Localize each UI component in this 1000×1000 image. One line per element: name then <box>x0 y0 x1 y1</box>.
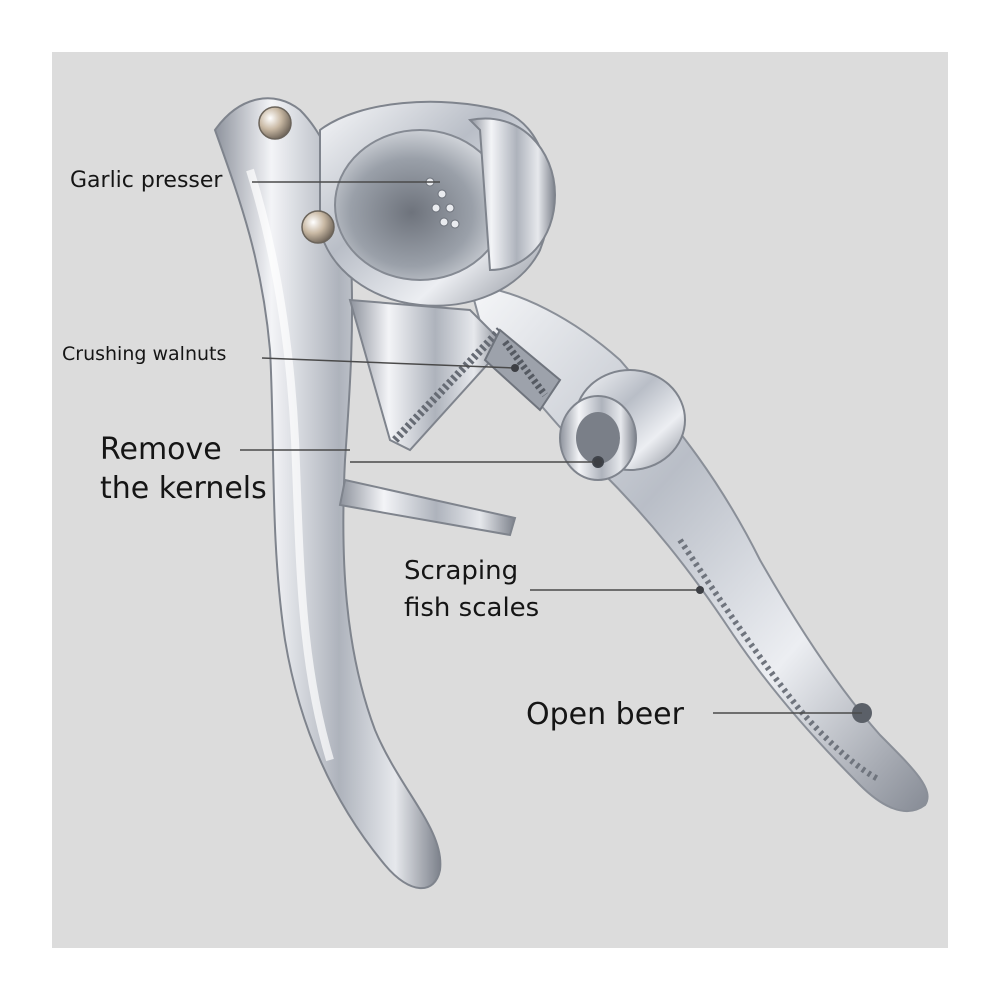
callout-remove-line1: Remove <box>100 432 222 467</box>
callout-leader-lines <box>240 181 862 714</box>
callout-crushing-walnuts: Crushing walnuts <box>62 343 227 365</box>
crushing-walnuts-leader-line <box>261 357 516 369</box>
walnut-crusher-teeth <box>348 298 562 452</box>
side-pin <box>338 478 517 537</box>
kernel-removal-ring <box>559 369 686 481</box>
middle-rivet <box>301 210 335 244</box>
top-rivet <box>258 106 292 140</box>
callout-garlic-presser: Garlic presser <box>70 168 223 193</box>
garlic-press-cup <box>319 100 557 307</box>
callout-open-beer: Open beer <box>526 697 684 732</box>
callout-scraping-line1: Scraping <box>404 556 519 586</box>
callout-scraping-line2: fish scales <box>404 593 540 623</box>
callout-remove-line2: the kernels <box>100 471 267 506</box>
callout-dots <box>511 364 704 594</box>
